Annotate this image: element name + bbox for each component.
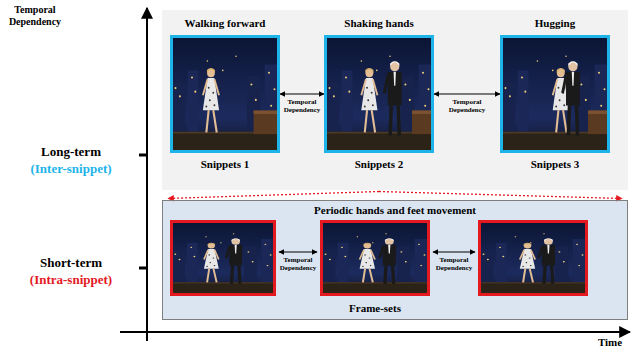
axis-tick — [139, 154, 147, 157]
scale-sublabel: (Inter-snippet) — [5, 161, 137, 177]
x-axis — [120, 331, 630, 333]
snippet-box: HuggingSnippets 3 — [500, 16, 610, 171]
image-frame — [500, 35, 610, 153]
scale-sublabel: (Intra-snippet) — [5, 272, 137, 288]
snippet-label: Snippets 1 — [170, 157, 280, 171]
y-axis — [146, 8, 148, 341]
panel-label: Frame-sets — [320, 301, 430, 315]
axis-label: Time — [592, 336, 628, 349]
dependency-label: Temporal Dependency — [278, 256, 318, 272]
panel-heading: Periodic hands and feet movement — [163, 203, 627, 217]
frame-image — [478, 220, 588, 296]
dependency-arrow — [279, 252, 317, 253]
expansion-line — [379, 192, 622, 199]
axis-title: Temporal Dependency — [2, 4, 68, 28]
label-holder: Temporal Dependency — [2, 4, 68, 28]
snippet-heading: Shaking hands — [324, 16, 434, 30]
frame-border — [172, 222, 275, 295]
long-term-panel — [162, 10, 628, 190]
dependency-label: Temporal Dependency — [282, 98, 322, 114]
dependency-arrow — [280, 94, 324, 95]
scale-label: Long-term — [5, 144, 137, 160]
label-holder: Temporal Dependency — [282, 98, 322, 114]
snippet-image — [500, 35, 612, 153]
scale-label: Short-term — [5, 255, 137, 271]
label-holder: (Intra-snippet) — [5, 272, 137, 288]
label-holder: Temporal Dependency — [436, 98, 498, 114]
snippet-image — [324, 35, 436, 153]
short-term-panel — [162, 200, 628, 320]
frame-image — [320, 220, 430, 296]
dependency-label: Temporal Dependency — [436, 98, 498, 114]
frame-image — [170, 220, 276, 296]
snippet-box: Walking forwardSnippets 1 — [170, 16, 280, 171]
frame-set-panel: Periodic hands and feet movementFrame-se… — [162, 200, 628, 320]
snippet-label: Snippets 3 — [500, 157, 610, 171]
snippet-label: Snippets 2 — [324, 157, 434, 171]
image-frame — [170, 35, 280, 153]
frame-border — [480, 222, 587, 295]
image-frame — [324, 35, 434, 153]
snippet-heading: Hugging — [500, 16, 610, 30]
label-holder: Long-term — [5, 144, 137, 160]
dependency-arrow — [434, 94, 500, 95]
dependency-label: Temporal Dependency — [432, 256, 476, 272]
label-holder: Temporal Dependency — [278, 256, 318, 272]
expansion-line — [168, 192, 379, 199]
frame-border — [322, 222, 429, 295]
snippet-box: Shaking handsSnippets 2 — [324, 16, 434, 171]
label-holder: Short-term — [5, 255, 137, 271]
label-holder: (Inter-snippet) — [5, 161, 137, 177]
axis-tick — [139, 267, 147, 270]
frame-area — [163, 217, 627, 301]
label-holder: Time — [592, 336, 628, 349]
snippet-image — [170, 35, 280, 153]
label-holder: Temporal Dependency — [432, 256, 476, 272]
dependency-arrow — [433, 252, 475, 253]
snippet-heading: Walking forward — [170, 16, 280, 30]
